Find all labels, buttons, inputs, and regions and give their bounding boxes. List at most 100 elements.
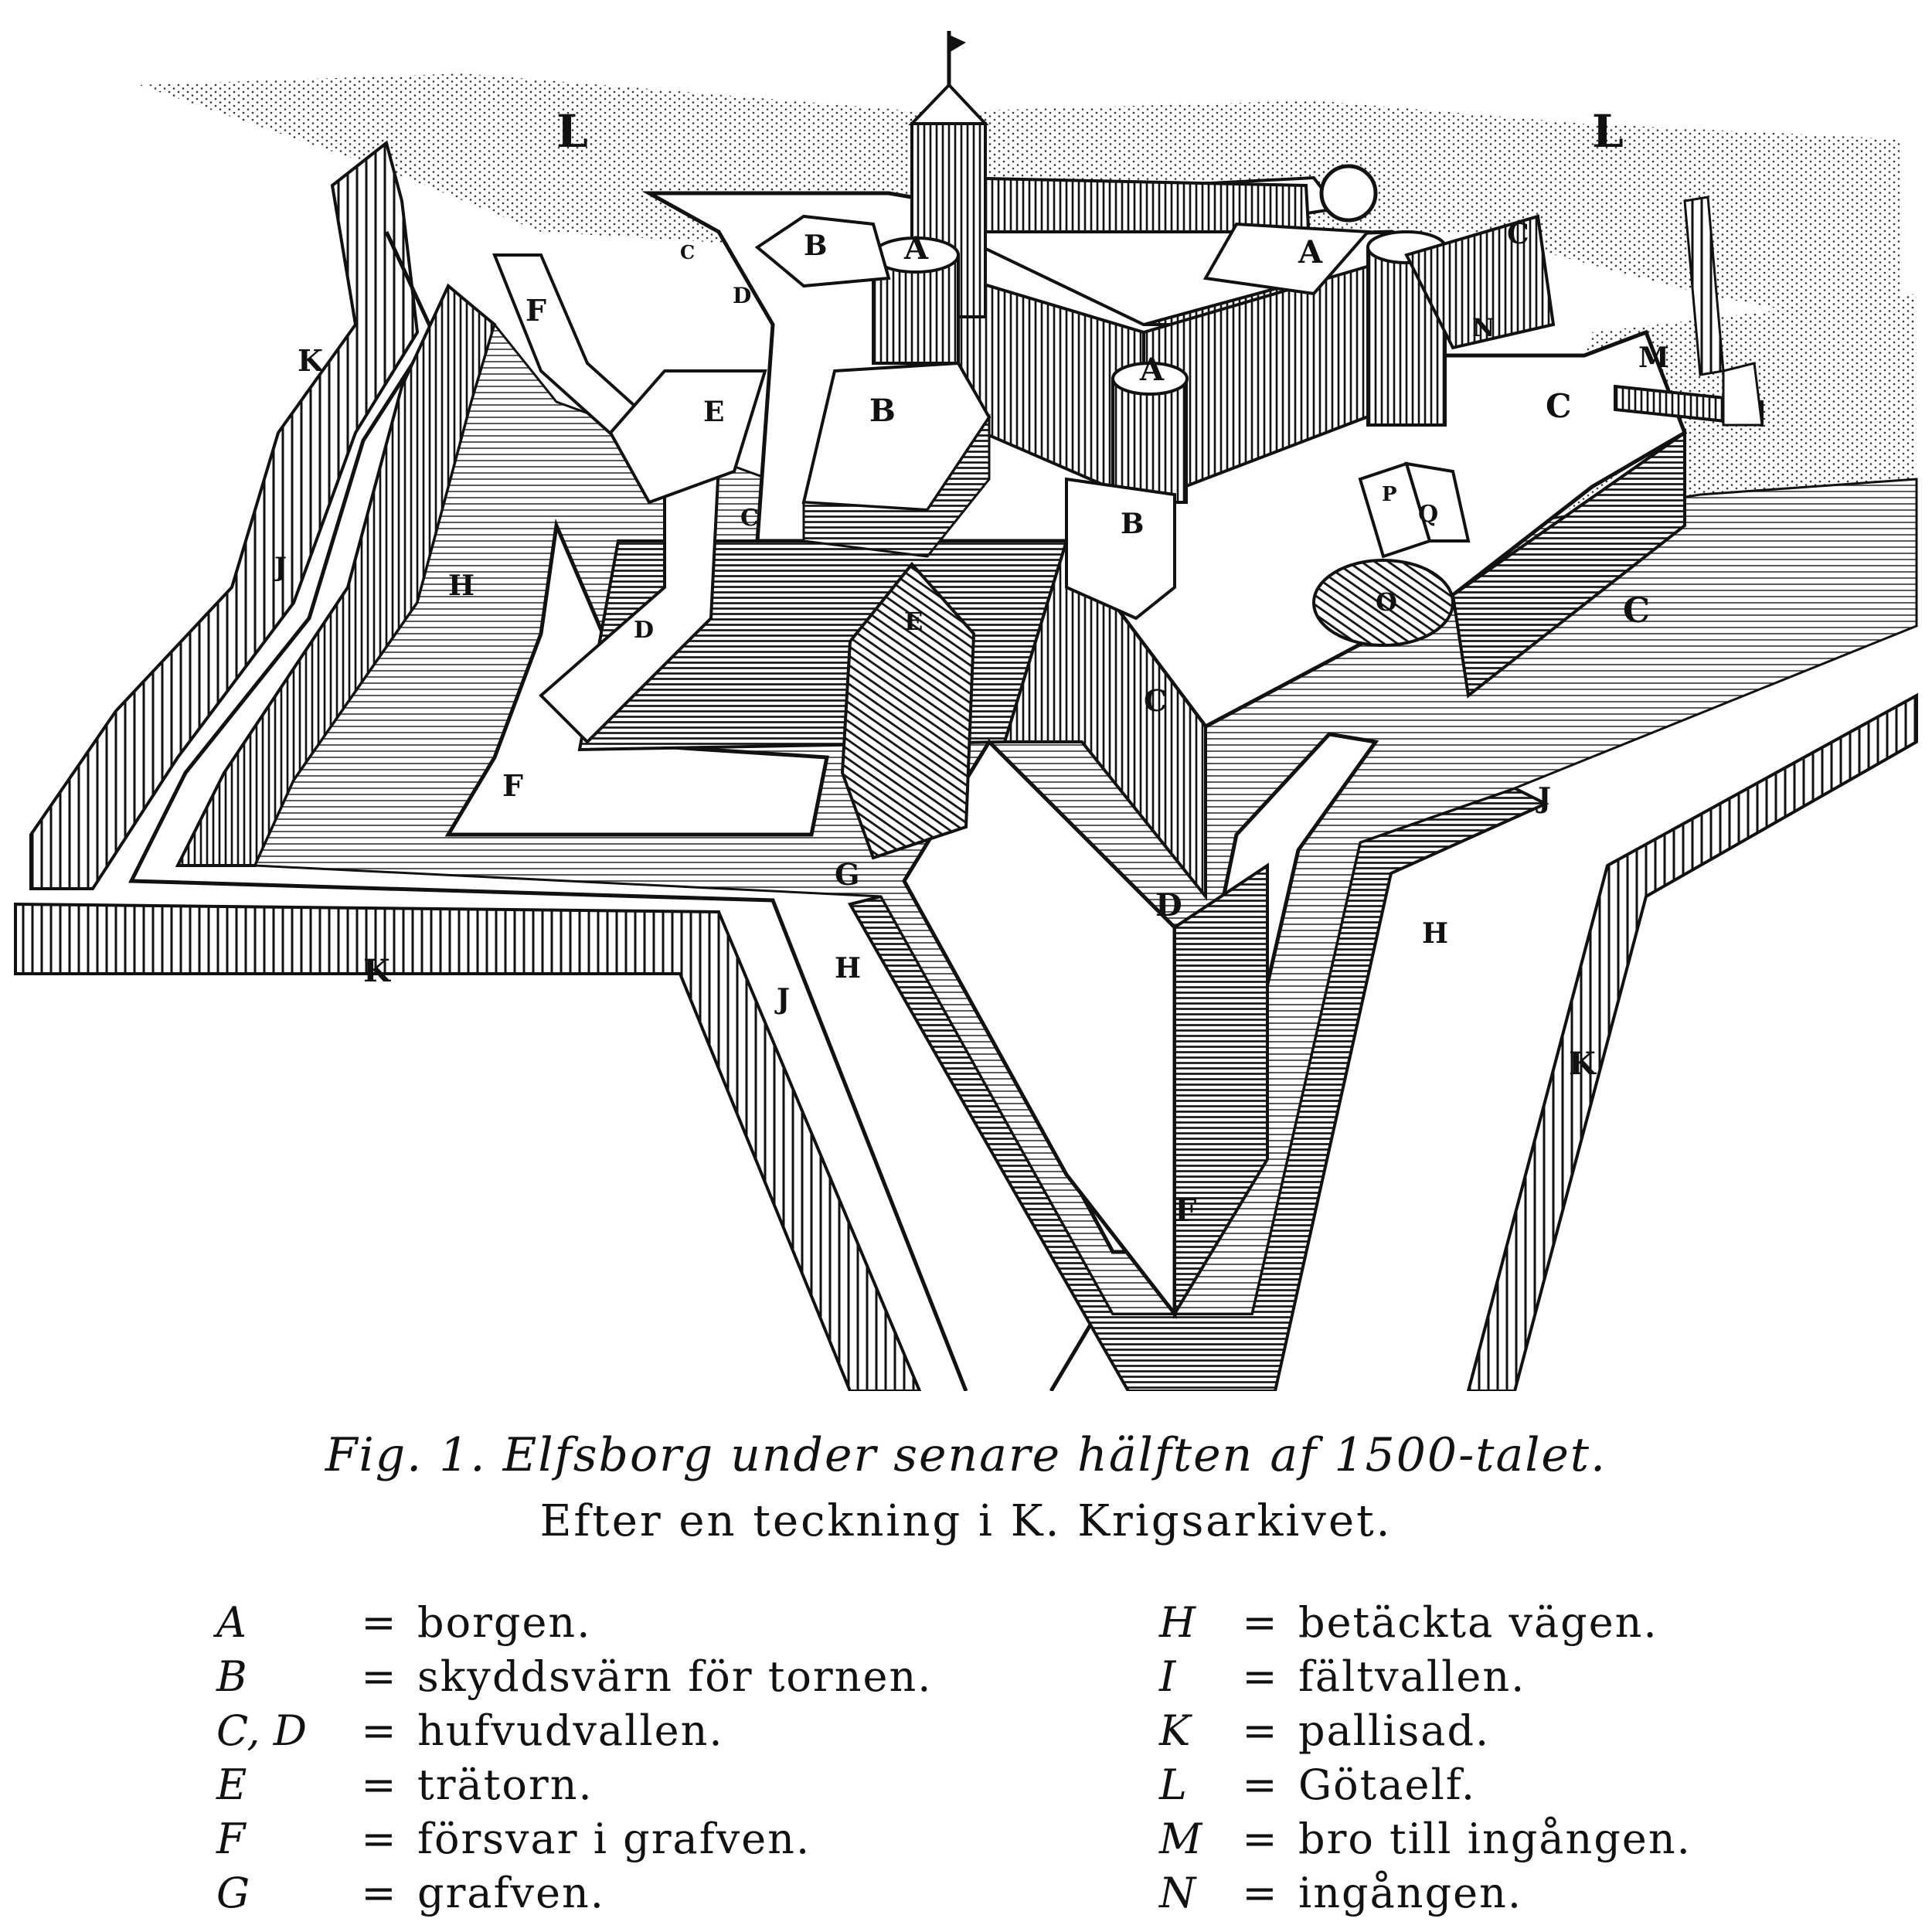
label-smoke: O	[1376, 587, 1397, 617]
legend-key: I	[1159, 1652, 1176, 1701]
legend-equals: =	[1242, 1869, 1277, 1917]
legend-key: F	[216, 1815, 246, 1863]
legend-text: betäckta vägen.	[1298, 1598, 1658, 1647]
wooden-tower-lower	[840, 561, 976, 860]
legend-key: E	[216, 1760, 247, 1809]
legend-key: G	[216, 1869, 250, 1917]
legend-text: Götaelf.	[1298, 1760, 1476, 1809]
bastion-middle-face	[802, 413, 991, 558]
turret-ring	[1319, 164, 1378, 223]
legend-text: skyddsvärn för tornen.	[417, 1652, 933, 1701]
legend-key: L	[1159, 1760, 1187, 1809]
legend-equals: =	[1242, 1760, 1277, 1809]
rampart-slope-right	[1451, 430, 1686, 699]
bastion-lower	[1065, 477, 1176, 621]
palisade-bottom	[14, 902, 922, 1391]
label-entrance: N	[1472, 313, 1495, 342]
legend-key: M	[1159, 1815, 1202, 1863]
bridge-gatehouse	[1722, 362, 1764, 427]
legend-item: B = skyddsvärn för tornen.	[216, 1650, 989, 1704]
legend-text: borgen.	[417, 1598, 592, 1647]
label-rampart-2: C	[1507, 218, 1529, 250]
legend-text: hufvudvallen.	[417, 1706, 724, 1755]
bridge-pier-upright	[1683, 196, 1725, 376]
legend-item: I = fältvallen.	[1159, 1650, 1855, 1704]
legend-key: N	[1159, 1869, 1196, 1917]
cannon-smoke	[1312, 559, 1454, 647]
legend-equals: =	[361, 1815, 396, 1863]
legend-text: trätorn.	[417, 1760, 594, 1809]
label-rampart-d-1: D	[733, 283, 751, 308]
label-rampart-5: C	[1144, 683, 1167, 718]
wooden-tower-upper	[608, 369, 767, 505]
legend-key: B	[216, 1652, 247, 1701]
label-rampart-d-2: D	[634, 617, 654, 644]
palisade-left	[29, 140, 420, 890]
legend-key: H	[1159, 1598, 1196, 1647]
label-castle-2: A	[1298, 234, 1323, 270]
legend-item: F = försvar i grafven.	[216, 1812, 989, 1866]
label-rampart-d-3: D	[1155, 887, 1182, 923]
label-bridge: M	[1638, 342, 1669, 374]
legend-item: E = trätorn.	[216, 1758, 989, 1812]
building-q	[1404, 461, 1471, 543]
legend-key: A	[216, 1598, 247, 1647]
label-field-3: J	[1536, 782, 1551, 815]
legend-equals: =	[1242, 1815, 1277, 1863]
legend-item: C, D = hufvudvallen.	[216, 1704, 989, 1758]
label-rampart-1: C	[680, 241, 695, 264]
tower-flag	[949, 35, 966, 53]
legend-item: K = pallisad.	[1159, 1704, 1855, 1758]
round-tower-center-top	[1111, 362, 1189, 396]
label-field-2: J	[774, 983, 790, 1015]
legend-equals: =	[361, 1706, 396, 1755]
legend-item: A = borgen.	[216, 1596, 989, 1650]
label-rampart-3: C	[1546, 387, 1571, 425]
castle-roof-a2	[1202, 222, 1372, 296]
label-rampart-6: C	[1623, 591, 1650, 631]
legend-equals: =	[1242, 1598, 1277, 1647]
legend-item: M = bro till ingången.	[1159, 1812, 1855, 1866]
label-tower-1: E	[703, 396, 724, 428]
legend-left-column: A = borgen. B = skyddsvärn för tornen. C…	[216, 1596, 989, 1920]
figure-caption-source: Efter en teckning i K. Krigsarkivet.	[539, 1496, 1393, 1546]
label-river-right: L	[1592, 105, 1624, 158]
legend-equals: =	[361, 1652, 396, 1701]
legend-right-column: H = betäckta vägen. I = fältvallen. K = …	[1159, 1596, 1855, 1920]
label-bastion-3: B	[1121, 508, 1144, 540]
label-tower-2: E	[904, 607, 923, 636]
label-field-1: J	[272, 552, 287, 583]
label-castle-1: A	[903, 230, 929, 267]
entrance-building	[1404, 214, 1556, 350]
tall-tower-cap	[908, 83, 989, 125]
label-road-2: H	[835, 952, 861, 985]
legend-equals: =	[361, 1598, 396, 1647]
legend-text: fältvallen.	[1298, 1652, 1526, 1701]
label-palisade-2: K	[363, 953, 391, 989]
legend-text: ingången.	[1298, 1869, 1523, 1917]
legend-text: pallisad.	[1298, 1706, 1491, 1755]
legend-equals: =	[361, 1760, 396, 1809]
rampart-d-lower	[902, 738, 1177, 1320]
legend-equals: =	[361, 1869, 396, 1917]
legend-key: C, D	[216, 1706, 308, 1755]
legend-item: N = ingången.	[1159, 1866, 1855, 1920]
label-ditch-1: G	[835, 857, 859, 892]
label-bastion-1: B	[804, 230, 827, 262]
legend-item: H = betäckta vägen.	[1159, 1596, 1855, 1650]
legend-key: K	[1159, 1706, 1191, 1755]
label-rampart-4: C	[740, 505, 759, 532]
label-road-3: H	[1422, 917, 1448, 950]
label-castle-3: A	[1139, 352, 1165, 388]
figure-caption-title: Fig. 1. Elfsborg under senare hälften af…	[325, 1428, 1607, 1482]
palisade-right	[1466, 692, 1918, 1391]
fortress-engraving: L L A A A B B B C C C C C C D D D E E F …	[14, 31, 1918, 1391]
label-ditch-def-3: F	[1175, 1192, 1196, 1229]
label-palisade-3: K	[1569, 1046, 1597, 1082]
rampart-d-lower-face	[1173, 862, 1269, 1320]
legend-item: G = grafven.	[216, 1866, 989, 1920]
bastion-upper	[754, 214, 891, 288]
legend-equals: =	[1242, 1706, 1277, 1755]
label-palisade-1: K	[298, 343, 325, 378]
label-river-left: L	[556, 105, 588, 158]
